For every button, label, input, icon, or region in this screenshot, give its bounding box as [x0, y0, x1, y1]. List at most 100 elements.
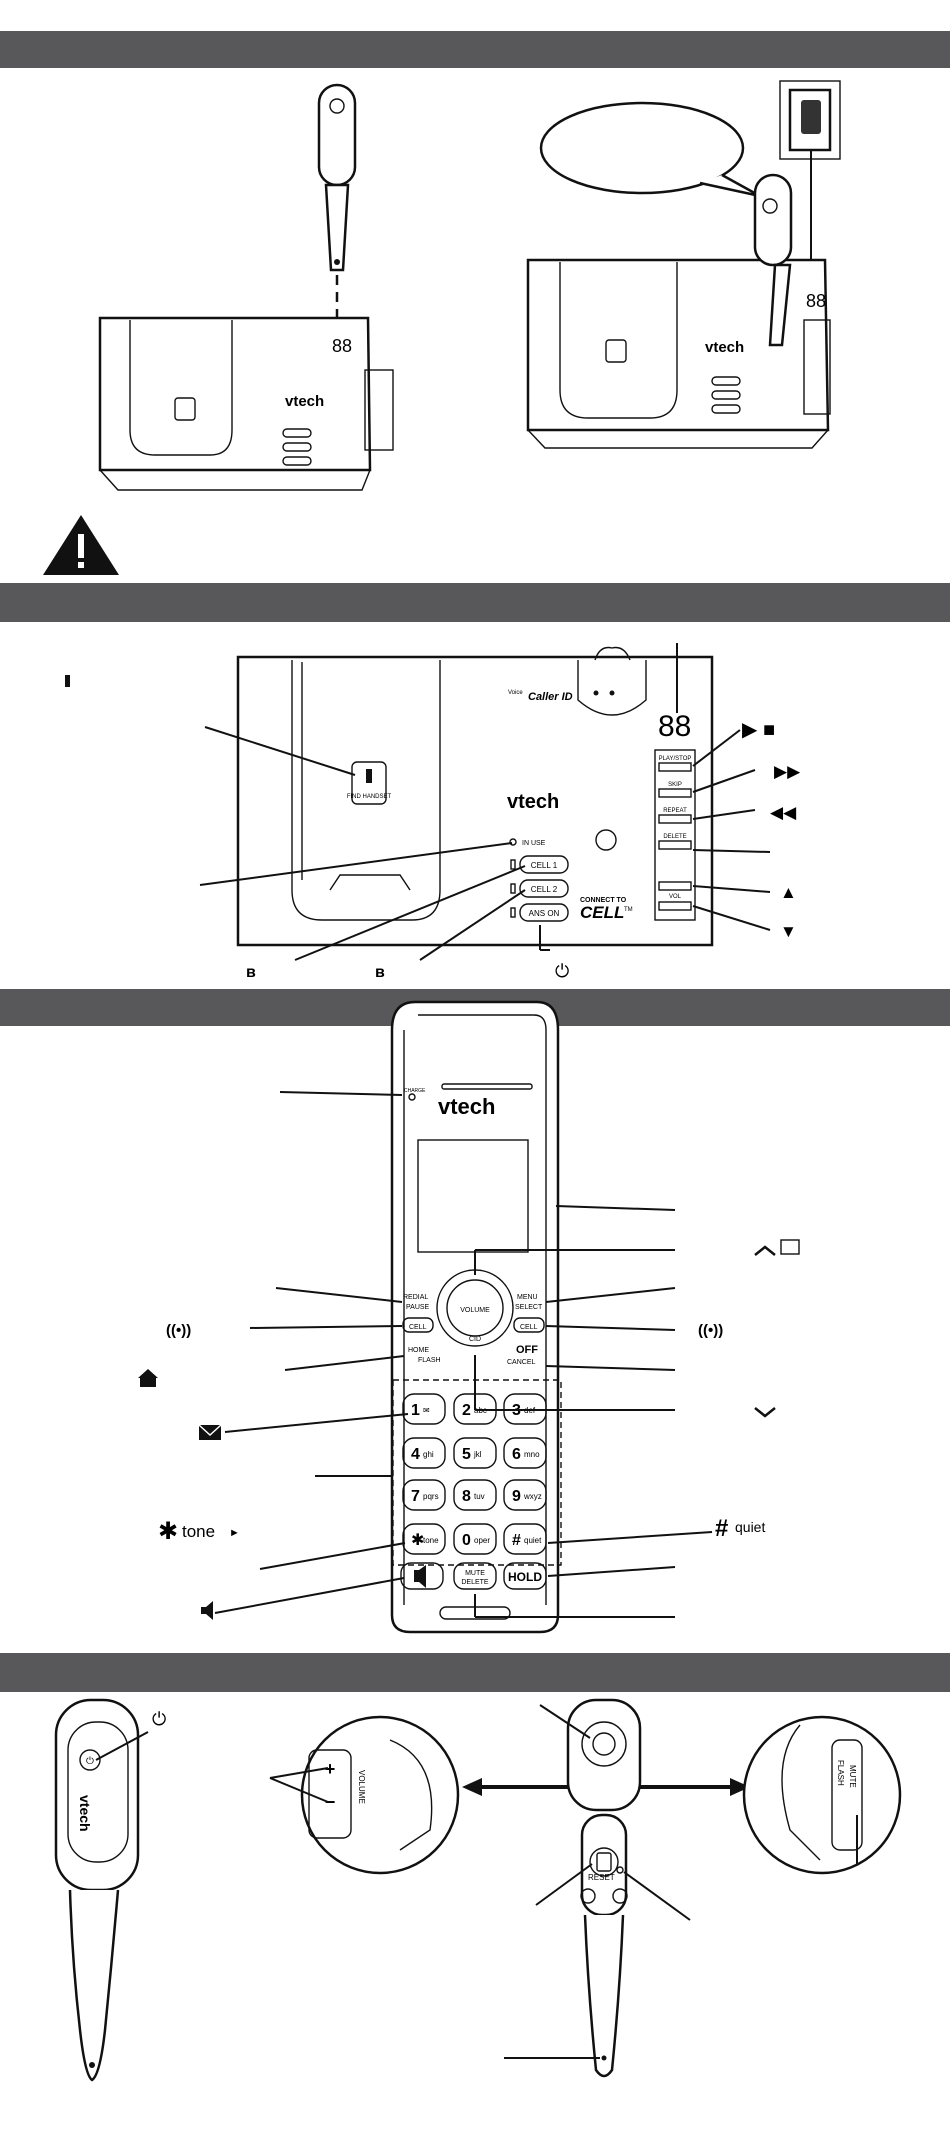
ans-on-button — [519, 903, 569, 922]
keypad-key-num-5: 6 — [512, 1446, 521, 1463]
keypad-key-6 — [402, 1479, 446, 1511]
menu-label: MENU — [517, 1294, 538, 1301]
section-header-band-1 — [0, 31, 950, 68]
keypad-key-num-11: # — [512, 1532, 521, 1549]
in-use-label: IN USE — [522, 840, 546, 847]
base-display: 88 — [658, 710, 691, 743]
bluetooth-icon-1: ʙ — [246, 964, 256, 981]
cell-logo: CELL — [580, 903, 624, 922]
keypad-key-5 — [503, 1437, 547, 1469]
home-icon — [138, 1369, 158, 1387]
reset-label: RESET — [588, 1873, 615, 1882]
vol-down-icon: ▼ — [780, 922, 797, 941]
find-handset-button — [351, 761, 387, 805]
cell2-handset-key — [513, 1317, 545, 1333]
keypad-key-num-9: ✱ — [411, 1532, 424, 1549]
cid-label: CID — [469, 1336, 481, 1343]
cell2-button — [519, 879, 569, 898]
keypad-key-sub-4: jkl — [473, 1450, 482, 1459]
delete-label: DELETE — [663, 834, 686, 840]
headset-flash-label: FLASH — [836, 1760, 845, 1786]
power-icon: ⏻ — [555, 961, 569, 981]
handset-callout-lines — [214, 1091, 713, 1618]
book-icon — [780, 1239, 800, 1255]
keypad-key-9 — [402, 1523, 446, 1555]
mute-label: MUTE — [465, 1570, 485, 1577]
cell1-button — [519, 855, 569, 874]
quiet-label: quiet — [735, 1519, 765, 1535]
select-label: SELECT — [515, 1304, 543, 1311]
keypad-key-sub-9: tone — [423, 1536, 439, 1545]
section-header-band-4 — [0, 1653, 950, 1692]
cell2-label: CELL 2 — [531, 885, 558, 894]
repeat-label: REPEAT — [663, 808, 687, 814]
speaker-key — [400, 1562, 444, 1590]
svg-text:−: − — [325, 1792, 336, 1812]
home-label: HOME — [408, 1347, 429, 1354]
keypad-key-num-0: 1 — [411, 1402, 420, 1419]
base-display-small: 88 — [332, 336, 352, 356]
mute-switch-label: MUTE — [848, 1765, 857, 1788]
skip-label: SKIP — [668, 782, 682, 788]
keypad-key-sub-8: wxyz — [523, 1492, 542, 1501]
keypad-key-num-8: 9 — [512, 1488, 521, 1505]
keypad-key-num-7: 8 — [462, 1488, 471, 1505]
handset-side-icons: ((•)) ((•)) ✱ tone ► # quiet — [138, 1239, 800, 1620]
keypad-key-sub-10: oper — [474, 1536, 490, 1545]
repeat-icon: ◀◀ — [770, 803, 797, 822]
keypad-key-7 — [453, 1479, 497, 1511]
play-stop-icon: ▶ ■ — [742, 719, 775, 741]
charge-label: CHARGE — [404, 1088, 426, 1094]
cell1-label: CELL 1 — [531, 861, 558, 870]
keypad-key-0 — [402, 1393, 446, 1425]
volume-label: VOLUME — [460, 1307, 490, 1314]
find-handset-label: FIND HANDSET — [347, 794, 392, 800]
keypad-key-sub-5: mno — [524, 1450, 540, 1459]
headset-power-symbol: ⏻ — [86, 1756, 94, 1767]
cancel-label: CANCEL — [507, 1359, 536, 1366]
keypad-key-3 — [402, 1437, 446, 1469]
keypad-key-num-10: 0 — [462, 1532, 471, 1549]
up-arrow-icon — [754, 1245, 776, 1256]
handset-icon — [65, 675, 70, 687]
base-unit-diagram: FIND HANDSET Voice Caller ID 88 vtech IN… — [236, 646, 714, 947]
keypad-key-num-6: 7 — [411, 1488, 420, 1505]
keypad-key-num-4: 5 — [462, 1446, 471, 1463]
down-arrow-icon — [754, 1407, 776, 1418]
vol-up-icon: ▲ — [780, 883, 797, 902]
keypad-key-sub-11: quiet — [524, 1536, 542, 1545]
headset-front-view: ⏻ vtech ⏻ — [54, 1698, 166, 2082]
cell-label-right: CELL — [520, 1324, 538, 1331]
star-icon: ✱ — [158, 1518, 178, 1545]
cell-label-left: CELL — [409, 1324, 427, 1331]
flash-label: FLASH — [418, 1357, 441, 1364]
handset-delete-label: DELETE — [461, 1579, 489, 1586]
handset-logo: vtech — [438, 1094, 495, 1119]
headset-into-base-illustration: vtech 88 — [98, 83, 394, 491]
pause-label: PAUSE — [406, 1304, 430, 1311]
play-stop-label: PLAY/STOP — [659, 756, 692, 762]
cell1-handset-key — [402, 1317, 434, 1333]
keypad-key-8 — [503, 1479, 547, 1511]
cell-signal-icon-right: ((•)) — [698, 1322, 723, 1339]
pound-icon: # — [715, 1515, 728, 1542]
skip-icon: ▶▶ — [774, 762, 801, 781]
voice-label: Voice — [508, 690, 523, 696]
handset-screen — [417, 1139, 529, 1253]
tone-arrow-icon: ► — [229, 1527, 240, 1539]
keypad-key-4 — [453, 1437, 497, 1469]
headset-mute-zoom: MUTE FLASH — [742, 1715, 902, 1875]
keypad-key-sub-6: pqrs — [423, 1492, 439, 1501]
logo-text-small: vtech — [285, 393, 324, 410]
base-callout-lines — [199, 643, 771, 961]
logo-text-small-2: vtech — [705, 339, 744, 356]
speakerphone-icon — [201, 1601, 213, 1620]
hold-label: HOLD — [508, 1570, 542, 1584]
headset-volume-zoom: + − VOLUME — [269, 1715, 460, 1875]
cell-tm: TM — [624, 907, 633, 913]
headset-volume-label: VOLUME — [357, 1770, 366, 1804]
headset-logo: vtech — [77, 1795, 93, 1832]
mute-key — [453, 1562, 497, 1590]
headset-charging-illustration: vtech 88 — [526, 80, 841, 449]
